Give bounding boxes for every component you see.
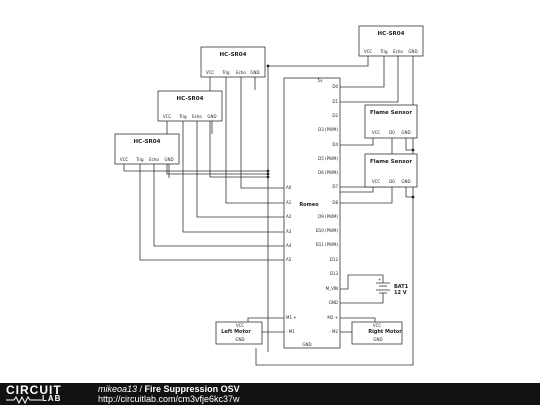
pin-label: D2 — [332, 113, 338, 118]
pin-label: Echo — [192, 114, 202, 119]
pin-label: Trig — [135, 157, 144, 162]
author-name[interactable]: mikeoa13 — [98, 384, 138, 394]
pin-label: GND — [401, 130, 410, 135]
pin-label: Trig — [221, 70, 230, 75]
pin-label: A5 — [286, 257, 292, 262]
title-separator: / — [137, 384, 145, 394]
ultrasonic-sensor-4[interactable]: HC-SR04 VCC Trig Echo GND — [358, 25, 424, 57]
circuit-title: Fire Suppression OSV — [144, 384, 240, 394]
motor-title: Left Motor — [221, 329, 251, 335]
pin-label: M1 + — [286, 315, 297, 320]
module-title: HC-SR04 — [177, 96, 204, 102]
ultrasonic-sensor-3[interactable]: HC-SR04 VCC Trig Echo GND — [114, 133, 180, 165]
pin-label: GND — [302, 342, 311, 347]
pin-label: 5v — [318, 78, 324, 83]
pin-label: D0 — [389, 179, 395, 184]
right-motor[interactable]: VCC Right Motor GND — [351, 321, 403, 345]
pin-label: GND — [164, 157, 173, 162]
module-title: HC-SR04 — [220, 52, 247, 58]
pin-label: A4 — [286, 243, 292, 248]
logo-word-circuit: CIRCUIT — [6, 383, 62, 397]
pin-label: D12 — [330, 257, 339, 262]
ultrasonic-sensor-1[interactable]: HC-SR04 VCC Trig Echo GND — [200, 46, 266, 78]
pin-label: D0 — [332, 84, 338, 89]
circuit-url[interactable]: http://circuitlab.com/cm3vfje6kc37w — [98, 394, 240, 404]
battery-voltage: 12 V — [394, 290, 407, 296]
pin-label: GND — [250, 70, 259, 75]
pin-label: D5 (PWM) — [318, 156, 338, 161]
pin-label: Trig — [379, 49, 388, 54]
circuitlab-logo[interactable]: CIRCUIT LAB — [6, 383, 92, 404]
pin-label: GND — [207, 114, 216, 119]
schematic: HC-SR04 VCC Trig Echo GND HC-SR04 VCC Tr… — [114, 25, 424, 366]
flame-sensor-1[interactable]: Flame Sensor VCC D0 GND — [364, 104, 418, 139]
pin-label: Echo — [393, 49, 403, 54]
pin-label: D8 — [332, 200, 338, 205]
pin-label: VCC — [163, 114, 172, 119]
pin-label: A1 — [286, 200, 292, 205]
pin-label: GND — [408, 49, 417, 54]
battery-name: BAT1 — [394, 284, 409, 290]
left-motor[interactable]: VCC Left Motor GND — [215, 321, 263, 345]
module-title: HC-SR04 — [378, 31, 405, 37]
pin-label: VCC — [372, 130, 381, 135]
pin-label: A0 — [286, 185, 292, 190]
pin-label: D6 (PWM) — [318, 170, 338, 175]
pin-label: GND — [401, 179, 410, 184]
pin-label: Echo — [236, 70, 246, 75]
board-title: Romeo — [299, 202, 319, 208]
pin-label: D1 — [332, 99, 338, 104]
pin-label: D13 — [330, 271, 339, 276]
battery[interactable]: + BAT1 12 V — [376, 277, 409, 297]
logo-word-lab: LAB — [42, 394, 62, 403]
pin-label: Echo — [149, 157, 159, 162]
pin-label: D11 (PWM) — [316, 242, 339, 247]
pin-label: D10 (PWM) — [316, 228, 339, 233]
circuit-info: mikeoa13 / Fire Suppression OSV http://c… — [98, 384, 240, 404]
module-title: HC-SR04 — [134, 139, 161, 145]
pin-label: M2 + — [327, 315, 338, 320]
romeo-board[interactable]: Romeo 5v GND A0 A1 A2 A3 A4 A5 M1 + - M1… — [283, 77, 341, 349]
battery-plus-sign: + — [378, 277, 381, 282]
motor-vcc-label: VCC — [373, 323, 382, 328]
pin-label: D0 — [389, 130, 395, 135]
pin-label: VCC — [364, 49, 373, 54]
module-title: Flame Sensor — [370, 110, 412, 116]
motor-gnd-label: GND — [373, 337, 382, 342]
pin-label: VCC — [120, 157, 129, 162]
pin-label: D7 — [332, 184, 338, 189]
pin-label: VCC — [372, 179, 381, 184]
pin-label: Trig — [178, 114, 187, 119]
pin-label: A3 — [286, 229, 292, 234]
motor-gnd-label: GND — [235, 337, 244, 342]
pin-label: A2 — [286, 214, 292, 219]
pin-label: VCC — [206, 70, 215, 75]
logo-resistor-icon — [6, 396, 42, 404]
motor-title: Right Motor — [368, 329, 402, 335]
motor-vcc-label: VCC — [236, 323, 245, 328]
pin-label: - M1 — [286, 329, 295, 334]
pin-label: GND — [329, 300, 338, 305]
pin-label: D3 (PWM) — [318, 127, 338, 132]
footer-bar: CIRCUIT LAB mikeoa13 / Fire Suppression … — [0, 383, 540, 405]
pin-label: - M2 — [329, 329, 338, 334]
module-title: Flame Sensor — [370, 159, 412, 165]
pin-label: M_VIN — [326, 286, 338, 291]
flame-sensor-2[interactable]: Flame Sensor VCC D0 GND — [364, 153, 418, 188]
pin-label: D4 — [332, 142, 338, 147]
ultrasonic-sensor-2[interactable]: HC-SR04 VCC Trig Echo GND — [157, 90, 223, 122]
junction-dots — [266, 64, 415, 199]
pin-label: D9 (PWM) — [318, 214, 338, 219]
